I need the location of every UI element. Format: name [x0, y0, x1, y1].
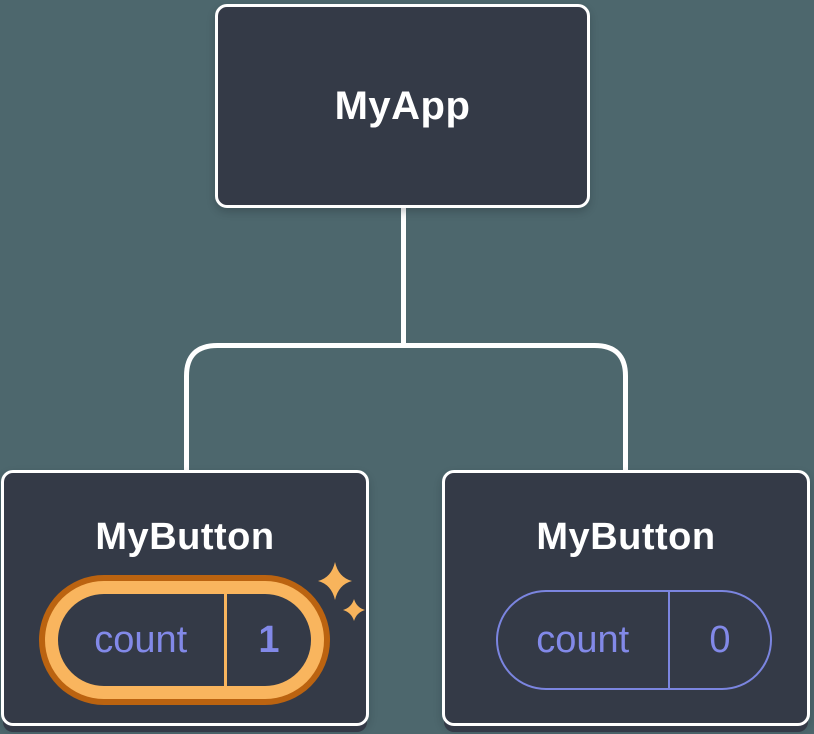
state-value: 0	[709, 618, 731, 661]
sparkle-small-icon	[343, 599, 365, 621]
state-name: count	[94, 618, 188, 661]
state-name: count	[536, 618, 630, 661]
state-highlight-ring: count 1	[39, 575, 330, 705]
root-node-label: MyApp	[334, 83, 471, 128]
child-node-mybutton-1: MyButton count 1	[1, 470, 369, 726]
state-pill: count 0	[496, 590, 772, 690]
child-node-label: MyButton	[95, 515, 275, 558]
connector-branch	[184, 343, 628, 471]
sparkle-large-icon	[318, 562, 352, 600]
sparkle-icon	[318, 562, 365, 621]
state-highlight-band: count 1	[45, 581, 324, 699]
state-pill-highlighted: count 1	[58, 594, 311, 686]
root-node-myapp: MyApp	[215, 4, 590, 208]
state-value: 1	[258, 618, 280, 661]
state-pill-divider	[223, 594, 227, 686]
child-node-mybutton-2: MyButton count 0	[442, 470, 810, 726]
state-pill-divider	[667, 592, 670, 688]
child-node-label: MyButton	[536, 515, 716, 558]
